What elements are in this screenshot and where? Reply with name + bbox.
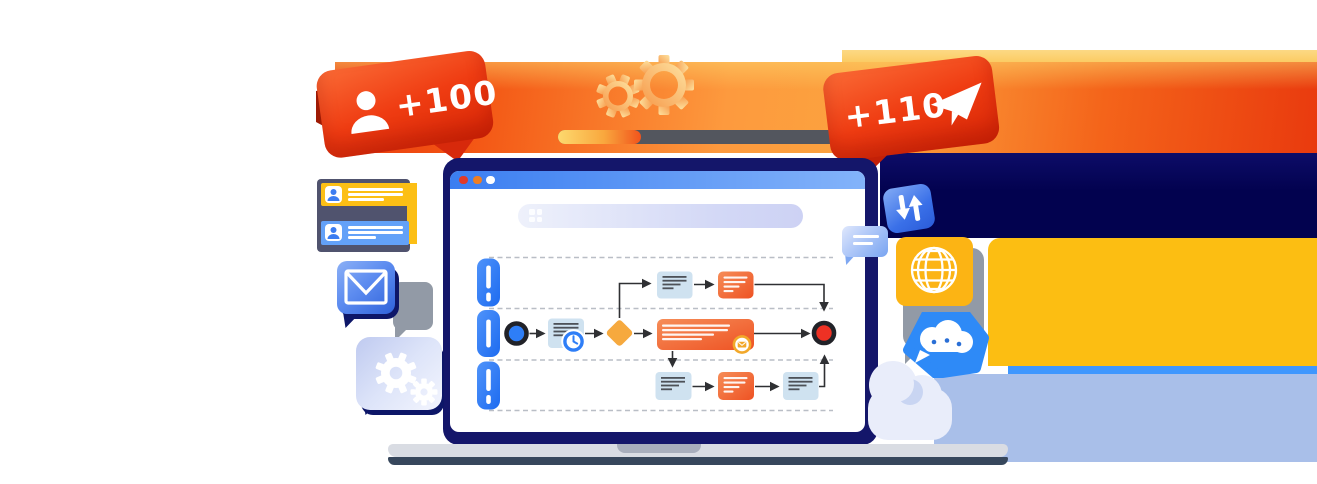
cloud-chat-icon[interactable] xyxy=(902,312,990,378)
lower-document-step[interactable] xyxy=(655,372,692,400)
end-event[interactable] xyxy=(811,320,837,346)
laptop-base-edge xyxy=(388,457,1008,465)
followers-badge: +100 xyxy=(314,48,502,190)
browser-titlebar xyxy=(450,171,865,189)
settings-bubble[interactable] xyxy=(356,337,442,410)
laptop-base-notch xyxy=(617,444,701,453)
person-avatar-icon xyxy=(325,224,342,241)
amber-band xyxy=(988,238,1317,366)
up-down-arrows-icon xyxy=(896,195,923,221)
contact-cards xyxy=(317,179,417,252)
document-step-with-timer[interactable] xyxy=(548,318,586,354)
transfer-arrows-bubble[interactable] xyxy=(881,182,937,235)
close-dot[interactable] xyxy=(459,175,468,184)
grey-chat-bubble-small xyxy=(393,282,433,330)
contact-card-yellow[interactable] xyxy=(321,183,409,206)
workflow-flowchart xyxy=(477,256,837,412)
blue-strip xyxy=(1008,366,1317,375)
globe-card[interactable] xyxy=(896,237,973,306)
navy-band xyxy=(880,153,1317,238)
browser-window xyxy=(450,171,865,432)
decision-gateway[interactable] xyxy=(605,319,633,347)
double-gear-icon xyxy=(596,55,694,118)
search-bar[interactable] xyxy=(518,204,803,228)
minimize-dot[interactable] xyxy=(473,175,482,184)
lower-document-step-2[interactable] xyxy=(783,372,819,400)
start-event[interactable] xyxy=(504,321,529,346)
person-icon xyxy=(351,91,390,135)
globe-icon xyxy=(910,246,958,294)
paper-plane-icon xyxy=(930,82,982,126)
mail-bubble[interactable] xyxy=(337,261,395,314)
chat-line xyxy=(853,235,879,238)
lane-dividers xyxy=(489,256,833,412)
person-avatar-icon xyxy=(325,186,342,203)
cloud-icon xyxy=(868,361,952,440)
lower-task[interactable] xyxy=(718,372,754,400)
mail-bubble-tail xyxy=(343,312,361,328)
progress-bar[interactable] xyxy=(558,130,845,144)
expand-dot[interactable] xyxy=(486,175,495,184)
contact-cards-accent xyxy=(407,183,417,244)
double-gear-icon xyxy=(375,352,438,406)
messages-sent-badge: +110 xyxy=(821,54,1006,192)
grid-icon xyxy=(529,209,543,223)
main-task[interactable] xyxy=(657,319,754,354)
upper-task[interactable] xyxy=(718,271,754,299)
upper-document-step[interactable] xyxy=(657,271,693,299)
mini-chat-bubble[interactable] xyxy=(842,226,888,257)
progress-bar-fill xyxy=(558,130,642,144)
chat-line xyxy=(853,241,873,245)
envelope-icon xyxy=(344,269,388,305)
lane-pills xyxy=(477,258,500,410)
contact-card-blue[interactable] xyxy=(321,221,409,245)
flow-connectors xyxy=(529,278,830,392)
